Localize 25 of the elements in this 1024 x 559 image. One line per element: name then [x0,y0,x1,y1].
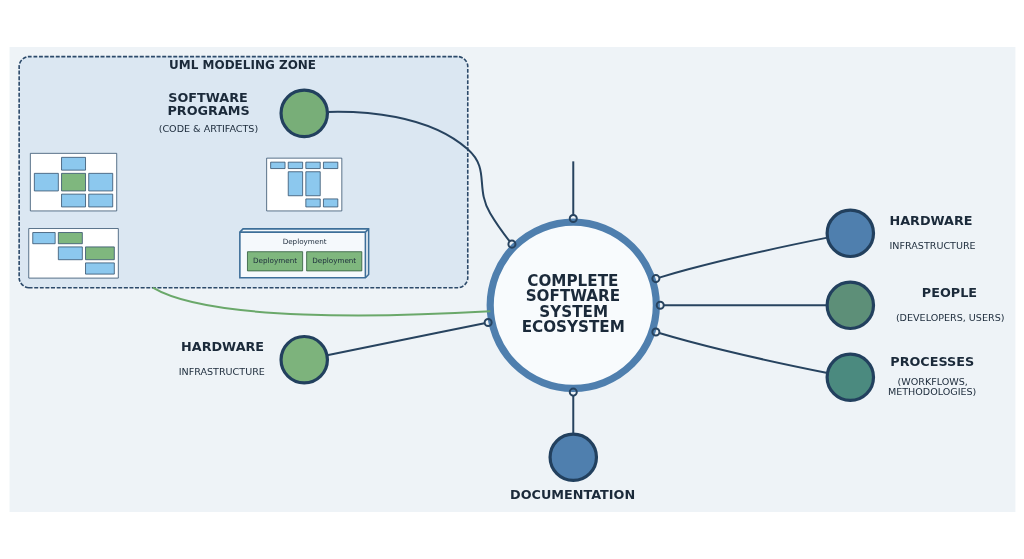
node-label: PROCESSES [889,353,974,369]
connector [650,236,828,284]
node-circle [825,280,875,331]
connector [151,286,491,317]
node-label: DOCUMENTATION [509,487,635,503]
node-circle [278,88,329,139]
connector [326,110,516,249]
connector [325,317,493,357]
node-label: (DEVELOPERS, USERS) [895,311,1004,323]
node-label: INFRASTRUCTURE [888,239,976,251]
node-circle [825,352,875,403]
node-circle [825,208,875,259]
node-label: (WORKFLOWS, METHODOLOGIES) [887,375,976,398]
connector [655,300,828,310]
node-label: (CODE & ARTIFACTS) [158,122,258,134]
node-label: INFRASTRUCTURE [178,366,265,378]
node-label: PEOPLE [921,284,977,300]
node-label: HARDWARE [180,339,264,355]
connector [650,327,828,374]
connector [568,387,578,435]
connector [571,160,574,216]
node-circle [548,432,598,482]
node-label: SOFTWARE PROGRAMS [166,90,250,118]
node-label: HARDWARE [888,212,973,228]
node-circle [278,334,329,385]
